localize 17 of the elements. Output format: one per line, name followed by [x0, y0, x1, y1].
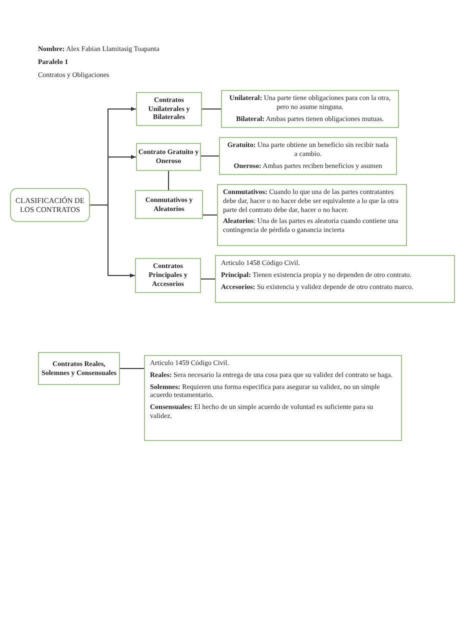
description-box	[221, 90, 399, 128]
description-box	[144, 355, 402, 441]
connector-line	[202, 108, 222, 110]
connector-line	[120, 368, 144, 369]
description-box	[217, 184, 407, 246]
connector-line	[202, 214, 218, 216]
connector-line	[200, 278, 216, 280]
connector-line	[168, 170, 169, 190]
arrow	[90, 204, 136, 278]
category-box	[38, 352, 120, 385]
root-box	[10, 188, 90, 222]
category-box	[135, 258, 201, 293]
category-box	[136, 92, 202, 126]
category-box	[136, 143, 201, 171]
description-box	[215, 255, 455, 303]
description-box	[219, 137, 397, 175]
category-box	[135, 190, 203, 219]
